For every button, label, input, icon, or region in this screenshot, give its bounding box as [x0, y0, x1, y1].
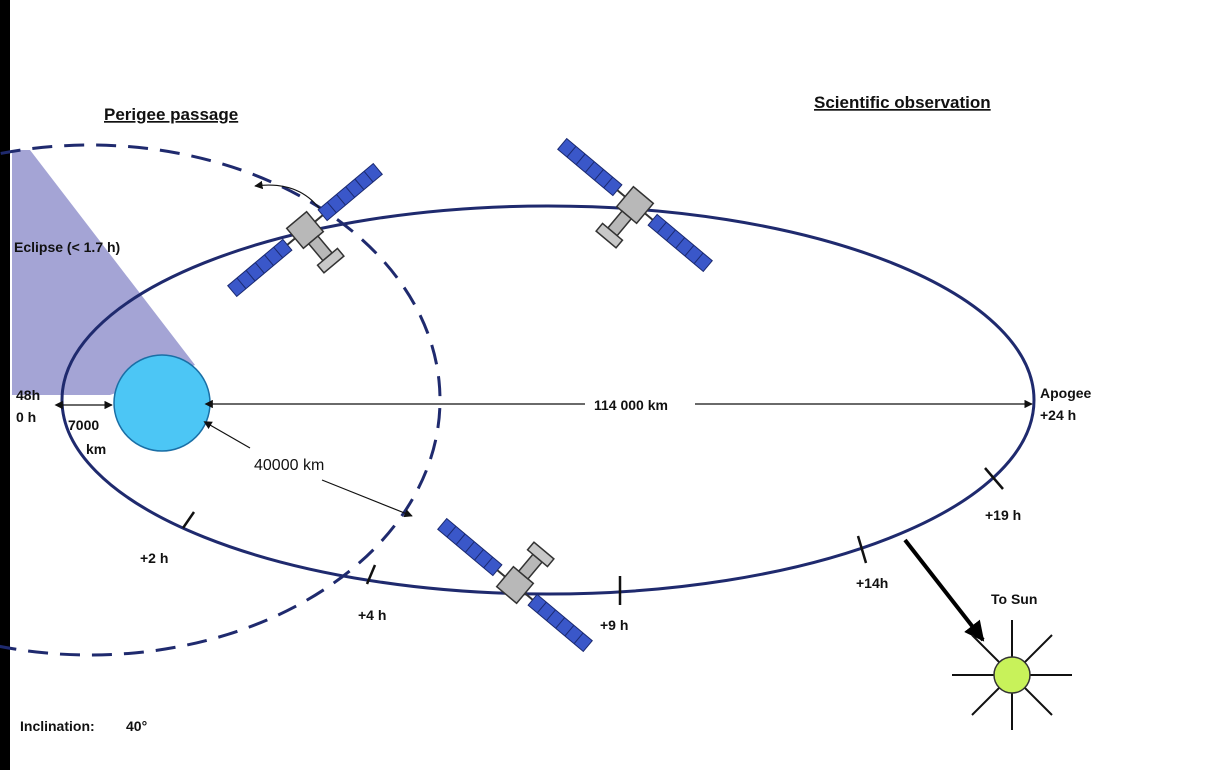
- perigee-distance-unit: km: [86, 441, 106, 457]
- time-0h-label: 0 h: [16, 409, 36, 425]
- time-2h-label: +2 h: [140, 550, 168, 566]
- sun-icon: [952, 620, 1072, 730]
- apogee-label: Apogee: [1040, 385, 1092, 401]
- diagram-canvas: [10, 0, 1208, 770]
- major-axis-label: 114 000 km: [594, 397, 668, 413]
- earth-icon: [113, 354, 211, 452]
- time-14h-label: +14h: [856, 575, 888, 591]
- perigee-heading: Perigee passage: [104, 105, 238, 124]
- eclipse-label: Eclipse (< 1.7 h): [14, 239, 120, 255]
- eclipse-shadow: [12, 150, 195, 395]
- time-48h-label: 48h: [16, 387, 40, 403]
- science-heading: Scientific observation: [814, 93, 991, 112]
- tick-19h: [984, 467, 1004, 490]
- satellite-bottom: [432, 488, 618, 658]
- radius-label: 40000 km: [254, 457, 324, 474]
- time-4h-label: +4 h: [358, 607, 386, 623]
- time-9h-label: +9 h: [600, 617, 628, 633]
- perigee-distance-label: 7000: [68, 417, 99, 433]
- satellite-top: [532, 132, 718, 302]
- to-sun-label: To Sun: [991, 591, 1037, 607]
- inclination-label: Inclination:: [20, 718, 95, 734]
- inclination-value: 40°: [126, 718, 147, 734]
- satellite-perigee: [222, 157, 408, 327]
- tick-2h: [181, 511, 196, 529]
- orbit-ellipse: [60, 204, 1036, 596]
- apogee-time-label: +24 h: [1040, 407, 1076, 423]
- tick-4h: [365, 564, 377, 585]
- tick-14h: [856, 535, 868, 564]
- time-19h-label: +19 h: [985, 507, 1021, 523]
